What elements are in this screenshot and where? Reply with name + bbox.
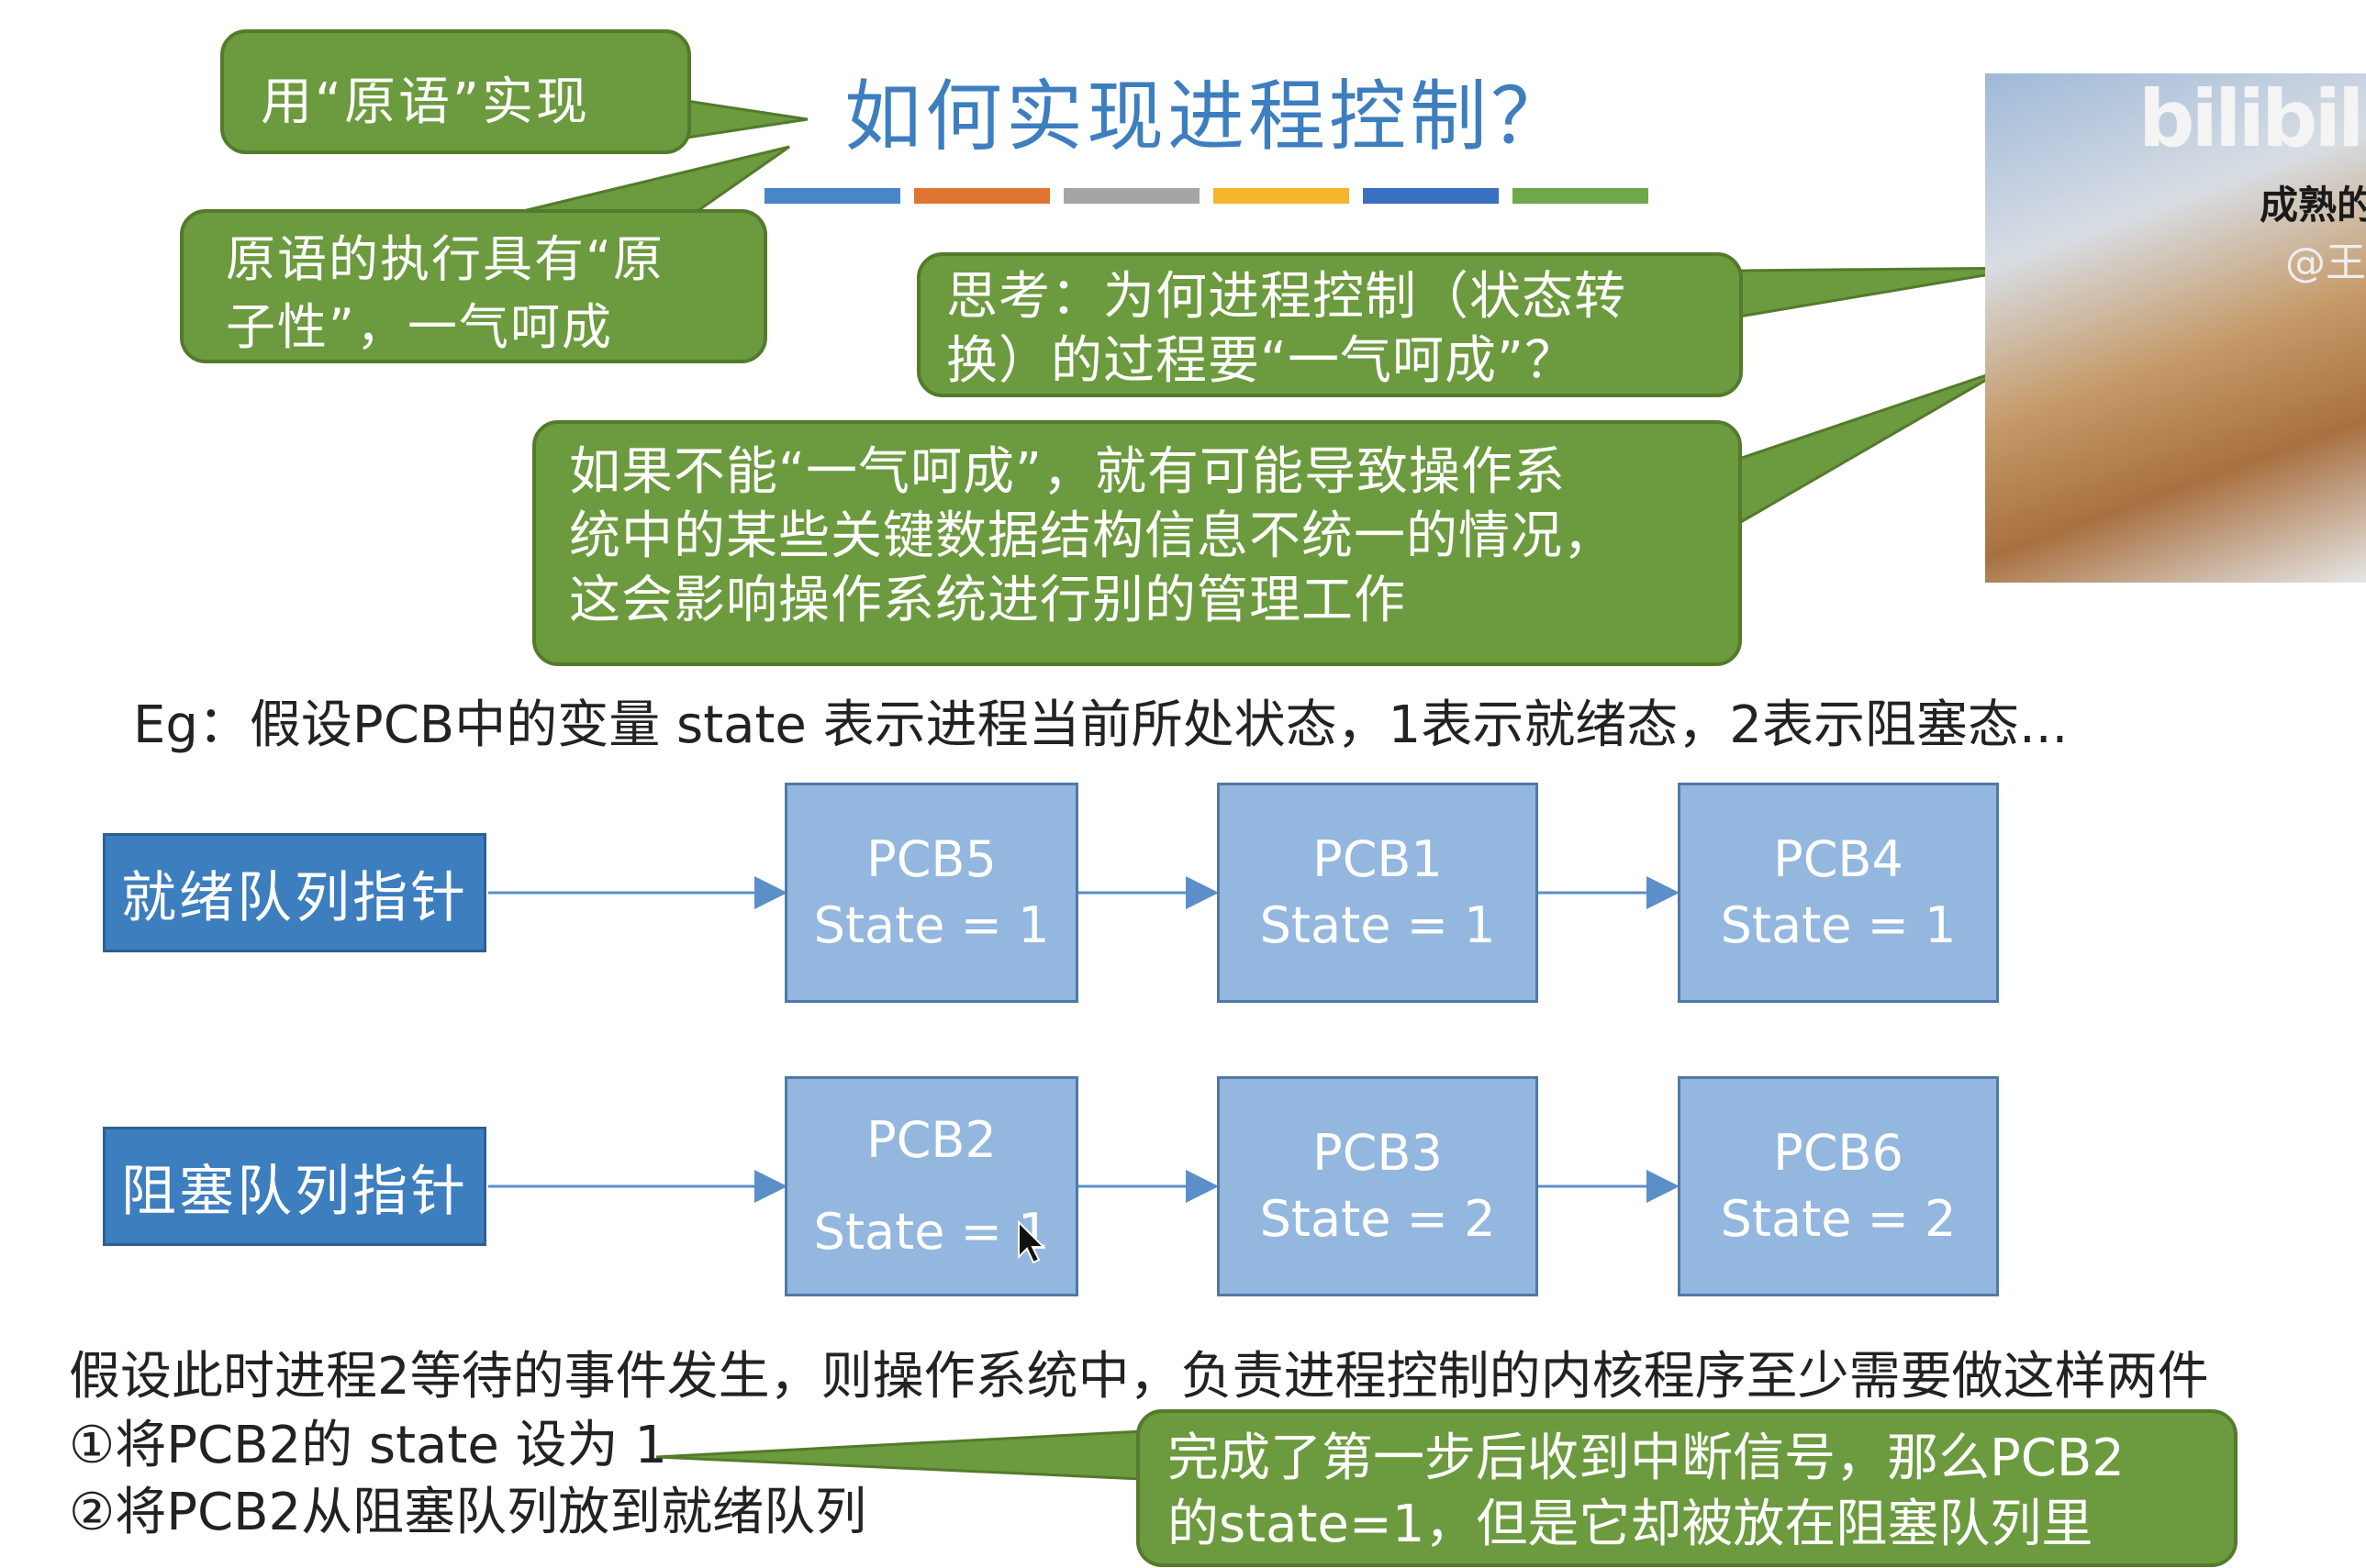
callout-interrupt: 完成了第一步后收到中断信号，那么PCB2 的state=1，但是它却被放在阻塞队…	[1136, 1409, 2238, 1567]
callout-question: 思考：为何进程控制（状态转 换）的过程要“一气呵成”？	[917, 252, 1743, 397]
callout-text: 如果不能“一气呵成”，就有可能导致操作系 统中的某些关键数据结构信息不统一的情况…	[569, 440, 1720, 633]
callout-text: 完成了第一步后收到中断信号，那么PCB2 的state=1，但是它却被放在阻塞队…	[1167, 1426, 2215, 1558]
callout-text: 思考：为何进程控制（状态转 换）的过程要“一气呵成”？	[946, 265, 1721, 394]
color-bar	[1512, 188, 1648, 204]
pcb-box-pcb6: PCB6 State = 2	[1678, 1076, 1999, 1296]
ready-queue-pointer: 就绪队列指针	[103, 833, 486, 952]
pcb-name: PCB2	[866, 1107, 997, 1173]
pcb-box-pcb1: PCB1 State = 1	[1217, 783, 1538, 1003]
callout-atomicity: 原语的执行具有“原 子性”，一气呵成	[180, 209, 767, 363]
callout-answer: 如果不能“一气呵成”，就有可能导致操作系 统中的某些关键数据结构信息不统一的情况…	[532, 420, 1742, 666]
callout-tail-atomicity	[523, 147, 789, 211]
bilibili-watermark: bilibili	[2138, 73, 2366, 165]
example-text: Eg：假设PCB中的变量 state 表示进程当前所处状态，1表示就绪态，2表示…	[133, 684, 2068, 758]
callout-tail-answer	[1739, 369, 2005, 523]
callout-text: 原语的执行具有“原 子性”，一气呵成	[226, 226, 745, 361]
color-bar	[764, 188, 900, 204]
pcb-box-pcb4: PCB4 State = 1	[1678, 783, 1999, 1003]
pcb-state: State = 2	[1260, 1186, 1496, 1252]
pcb-state: State = 1	[1260, 893, 1496, 959]
pcb-name: PCB6	[1773, 1120, 1903, 1186]
pcb-name: PCB4	[1773, 827, 1903, 893]
pcb-name: PCB5	[866, 827, 997, 893]
photo-caption: 成熟的	[2260, 174, 2366, 230]
color-bar	[1213, 188, 1349, 204]
photo-handle: @王	[2285, 229, 2366, 288]
color-bar	[1064, 188, 1200, 204]
pcb-box-pcb5: PCB5 State = 1	[785, 783, 1078, 1003]
color-bar	[914, 188, 1050, 204]
video-overlay-photo: bilibili 成熟的 @王	[1985, 73, 2366, 583]
blocked-queue-pointer: 阻塞队列指针	[103, 1127, 486, 1246]
step-2-text: ②将PCB2从阻塞队列放到就绪队列	[69, 1471, 866, 1545]
callout-primitive: 用“原语”实现	[220, 29, 691, 154]
pcb-state: State = 1	[1721, 893, 1957, 959]
step-1-text: ①将PCB2的 state 设为 1	[69, 1404, 667, 1478]
pcb-state: State = 1	[814, 893, 1050, 959]
slide-title: 如何实现进程控制？	[844, 55, 1571, 166]
pcb-state: State = 2	[1721, 1186, 1957, 1252]
color-bar	[1363, 188, 1499, 204]
callout-text: 用“原语”实现	[261, 61, 687, 135]
pcb-box-pcb3: PCB3 State = 2	[1217, 1076, 1538, 1296]
pcb-state: State = 1	[814, 1199, 1050, 1265]
title-color-bars	[764, 188, 1648, 204]
pcb-name: PCB1	[1312, 827, 1443, 893]
mouse-cursor-icon	[1017, 1220, 1048, 1266]
pcb-name: PCB3	[1312, 1120, 1443, 1186]
callout-tail-primitive	[686, 101, 808, 138]
scenario-text: 假设此时进程2等待的事件发生，则操作系统中，负责进程控制的内核程序至少需要做这样…	[69, 1335, 2209, 1409]
